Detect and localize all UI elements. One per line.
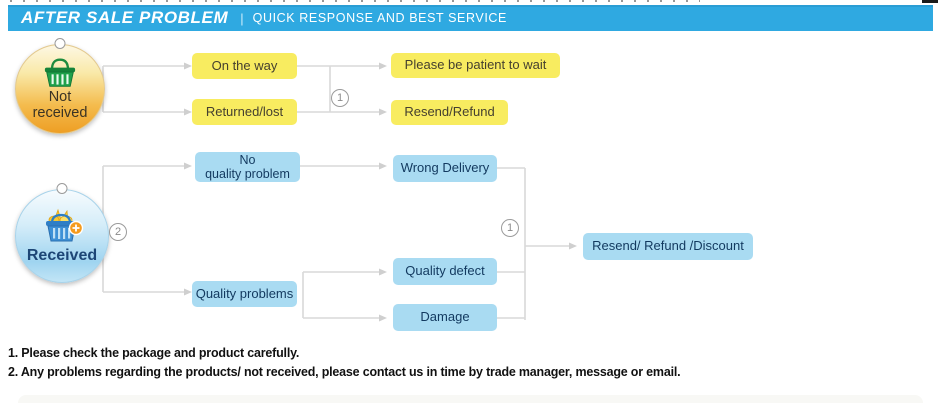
tag-hook-icon [56,183,68,194]
clipped-text-remnant [922,0,938,3]
tag-hook-icon [54,38,66,49]
flow-box-please-wait: Please be patient to wait [391,53,560,78]
no-quality-problem-line2: quality problem [205,167,290,181]
not-received-label-line1: Not [48,88,72,105]
flow-box-returned-lost: Returned/lost [192,99,297,125]
not-received-node: Not received [15,38,105,134]
banner-separator: | [240,10,244,26]
flow-box-quality-defect: Quality defect [393,258,497,285]
next-section-edge [18,395,923,403]
step-marker-1b: 1 [501,219,519,237]
blue-basket-icon [46,208,84,242]
flow-box-damage: Damage [393,304,497,331]
section-banner: AFTER SALE PROBLEM | QUICK RESPONSE AND … [8,5,933,31]
not-received-label-line2: received [32,104,88,121]
flow-box-resend-refund: Resend/Refund [391,100,508,125]
green-basket-icon [44,58,76,87]
flow-box-on-the-way: On the way [192,53,297,79]
clipped-text-remnant [10,0,700,2]
received-label: Received [26,247,98,264]
not-received-label: Not received [32,88,88,121]
step-marker-2: 2 [109,223,127,241]
flow-box-no-quality-problem: No quality problem [195,152,300,182]
banner-title: AFTER SALE PROBLEM [21,8,229,27]
flow-box-resend-refund-discount: Resend/ Refund /Discount [583,233,753,260]
banner-subtitle: QUICK RESPONSE AND BEST SERVICE [252,11,507,25]
note-line-2: 2. Any problems regarding the products/ … [8,364,681,379]
flow-box-wrong-delivery: Wrong Delivery [393,155,497,182]
step-marker-1: 1 [331,89,349,107]
no-quality-problem-line1: No [239,153,256,167]
flow-box-quality-problems: Quality problems [192,281,297,307]
note-line-1: 1. Please check the package and product … [8,345,300,360]
received-node: Received [15,183,109,283]
